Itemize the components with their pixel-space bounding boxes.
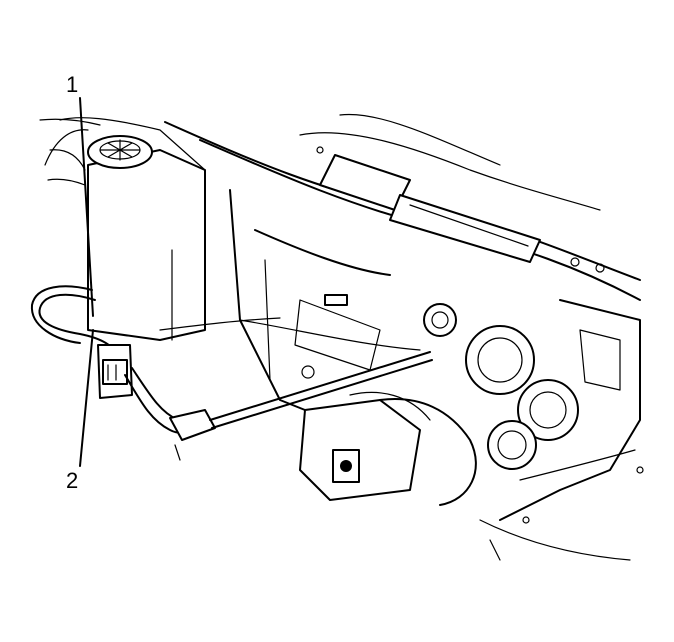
right-body-structure bbox=[479, 299, 644, 561]
callout-label-2: 2 bbox=[66, 468, 79, 493]
lower-pump-module bbox=[299, 391, 477, 506]
washer-fluid-reservoir bbox=[44, 117, 206, 341]
firewall-openings bbox=[423, 303, 579, 470]
callout-1-leader bbox=[79, 97, 94, 317]
washer-hose-assembly bbox=[30, 285, 433, 461]
callout-leaders bbox=[79, 97, 94, 467]
callout-label-1: 1 bbox=[66, 72, 79, 97]
cowl-panel bbox=[164, 113, 641, 301]
callout-2-leader bbox=[79, 329, 94, 467]
